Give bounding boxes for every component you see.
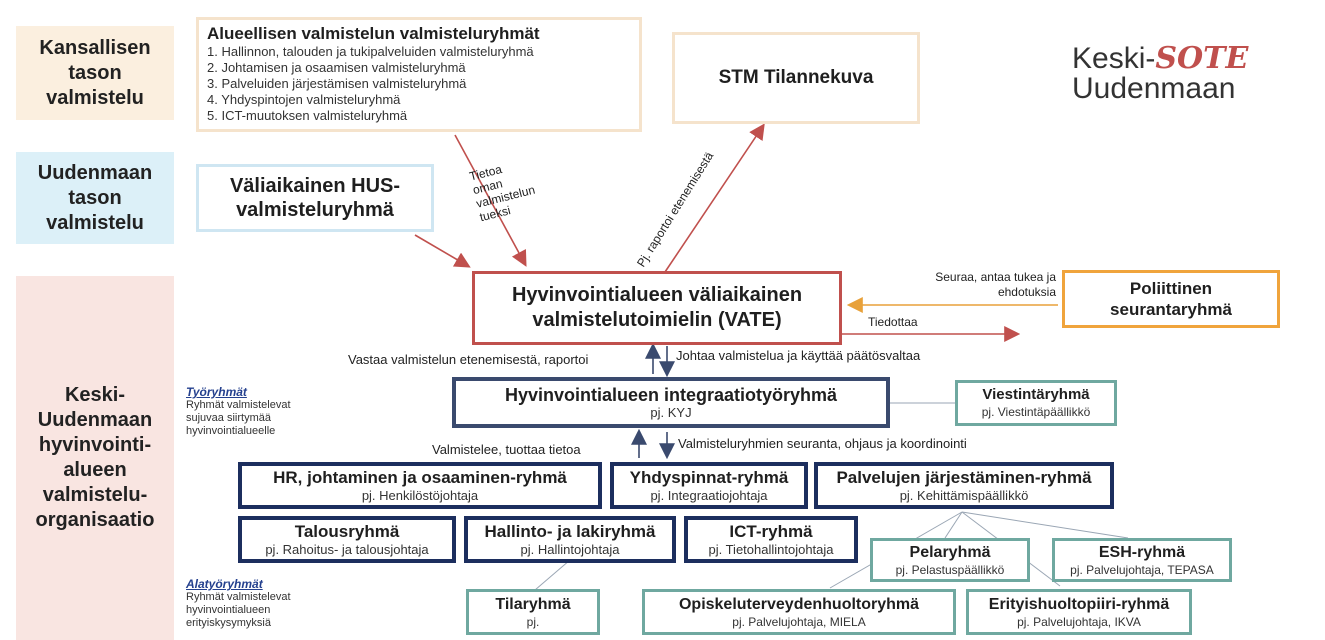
alatyoryhmat-note: Alatyöryhmät Ryhmät valmistelevat hyvinv… [186,577,356,630]
hus-title: Väliaikainen HUS-valmisteluryhmä [229,175,401,221]
vate-title: Hyvinvointialueen väliaikainen valmistel… [511,284,803,331]
regional-item-1: 1. Hallinnon, talouden ja tukipalveluide… [207,44,534,59]
arrow-hus-to-vate [414,234,471,268]
vastaa-label: Vastaa valmistelun etenemisestä, raporto… [348,352,589,367]
group-esh-title: ESH-ryhmä [1098,543,1186,561]
alatyoryhmat-title: Alatyöryhmät [186,577,263,591]
group-opisk-sub: pj. Palvelujohtaja, MIELA [732,614,866,629]
group-pela-sub: pj. Pelastuspäällikkö [895,562,1005,577]
keski-band: Keski-Uudenmaan hyvinvointi-alueen valmi… [16,276,174,640]
regional-item-4: 4. Yhdyspintojen valmisteluryhmä [207,92,401,107]
group-hr-sub: pj. Henkilöstöjohtaja [361,487,479,503]
group-hr-title: HR, johtaminen ja osaaminen-ryhmä [273,467,567,487]
group-esh: ESH-ryhmä pj. Palvelujohtaja, TEPASA [1052,538,1232,582]
valmistelee-label: Valmistelee, tuottaa tietoa [432,442,581,457]
group-talous: Talousryhmä pj. Rahoitus- ja talousjohta… [238,516,456,563]
group-tila: Tilaryhmä pj. [466,589,600,635]
group-esh-sub: pj. Palvelujohtaja, TEPASA [1070,562,1214,577]
group-erit: Erityishuoltopiiri-ryhmä pj. Palvelujoht… [966,589,1192,635]
regional-groups-title: Alueellisen valmistelun valmisteluryhmät [207,24,540,43]
national-band: Kansallisen tason valmistelu [16,26,174,120]
arrow-vate-to-stm [664,123,765,273]
tyoryhmat-desc-2: sujuvaa siirtymää [186,412,271,424]
group-hallinto: Hallinto- ja lakiryhmä pj. Hallintojohta… [464,516,676,563]
group-yhd-sub: pj. Integraatiojohtaja [650,487,768,503]
group-erit-title: Erityishuoltopiiri-ryhmä [988,595,1170,613]
group-opisk-title: Opiskeluterveydenhuoltoryhmä [678,595,920,613]
group-hallinto-sub: pj. Hallintojohtaja [520,541,620,557]
integ-title: Hyvinvointialueen integraatiotyöryhmä [504,384,838,405]
poli-title: Poliittinen seurantaryhmä [1110,279,1232,319]
johtaa-label: Johtaa valmistelua ja käyttää päätösvalt… [676,348,921,363]
uusimaa-band: Uudenmaan tason valmistelu [16,152,174,244]
tyoryhmat-desc-1: Ryhmät valmistelevat [186,399,291,411]
viest-title: Viestintäryhmä [982,386,1090,403]
group-opisk: Opiskeluterveydenhuoltoryhmä pj. Palvelu… [642,589,956,635]
group-pela: Pelaryhmä pj. Pelastuspäällikkö [870,538,1030,582]
group-yhd: Yhdyspinnat-ryhmä pj. Integraatiojohtaja [610,462,808,509]
group-ict-title: ICT-ryhmä [729,521,813,541]
group-palv-sub: pj. Kehittämispäällikkö [899,487,1029,503]
vate-box: Hyvinvointialueen väliaikainen valmistel… [472,271,842,345]
regional-groups-box: Alueellisen valmistelun valmisteluryhmät… [196,17,642,132]
seuranta-label: Valmisteluryhmien seuranta, ohjaus ja ko… [678,436,967,451]
group-palv: Palvelujen järjestäminen-ryhmä pj. Kehit… [814,462,1114,509]
seuraa-line-1: Seuraa, antaa tukea ja [935,270,1056,284]
tiedottaa-label: Tiedottaa [868,315,918,329]
seuraa-line-2: ehdotuksia [997,285,1056,299]
regional-item-3: 3. Palveluiden järjestämisen valmistelur… [207,76,467,91]
national-band-label: Kansallisen tason valmistelu [39,36,151,109]
tyoryhmat-note: Työryhmät Ryhmät valmistelevat sujuvaa s… [186,385,356,438]
group-tila-sub: pj. [526,614,540,629]
group-hallinto-title: Hallinto- ja lakiryhmä [484,521,656,541]
group-tila-title: Tilaryhmä [495,595,571,613]
keski-band-label: Keski-Uudenmaan hyvinvointi-alueen valmi… [35,384,155,531]
group-palv-title: Palvelujen järjestäminen-ryhmä [836,467,1092,487]
viest-sub: pj. Viestintäpäällikkö [981,405,1091,419]
integ-sub: pj. KYJ [650,404,692,420]
logo-brand: SOTE [1155,41,1249,76]
tyoryhmat-desc-3: hyvinvointialueelle [186,425,276,437]
logo-suffix: Uudenmaan [1072,72,1236,105]
group-pela-title: Pelaryhmä [909,543,991,561]
regional-item-5: 5. ICT-muutoksen valmisteluryhmä [207,108,408,123]
group-ict-sub: pj. Tietohallintojohtaja [708,541,834,557]
group-ict: ICT-ryhmä pj. Tietohallintojohtaja [684,516,858,563]
seuraa-label: Seuraa, antaa tukea ja ehdotuksia [896,270,1056,300]
group-erit-sub: pj. Palvelujohtaja, IKVA [1017,614,1141,629]
alatyoryhmat-desc-3: erityiskysymyksiä [186,617,271,629]
uusimaa-band-label: Uudenmaan tason valmistelu [37,161,153,234]
alatyoryhmat-desc-1: Ryhmät valmistelevat [186,591,291,603]
group-talous-title: Talousryhmä [294,521,400,541]
alatyoryhmat-desc-2: hyvinvointialueen [186,604,271,616]
hus-box: Väliaikainen HUS-valmisteluryhmä [196,164,434,232]
stm-title: STM Tilannekuva [718,67,874,88]
tyoryhmat-title: Työryhmät [186,385,247,399]
logo-prefix: Keski- [1072,42,1156,75]
poli-box: Poliittinen seurantaryhmä [1062,270,1280,328]
regional-item-2: 2. Johtamisen ja osaamisen valmisteluryh… [207,60,466,75]
integ-box: Hyvinvointialueen integraatiotyöryhmä pj… [452,377,890,428]
logo: Keski-SOTE Uudenmaan [1072,44,1312,114]
group-yhd-title: Yhdyspinnat-ryhmä [629,467,789,487]
arrow-regional-to-vate [454,134,527,267]
viest-box: Viestintäryhmä pj. Viestintäpäällikkö [955,380,1117,426]
group-hr: HR, johtaminen ja osaaminen-ryhmä pj. He… [238,462,602,509]
group-talous-sub: pj. Rahoitus- ja talousjohtaja [265,541,429,557]
stm-box: STM Tilannekuva [672,32,920,124]
